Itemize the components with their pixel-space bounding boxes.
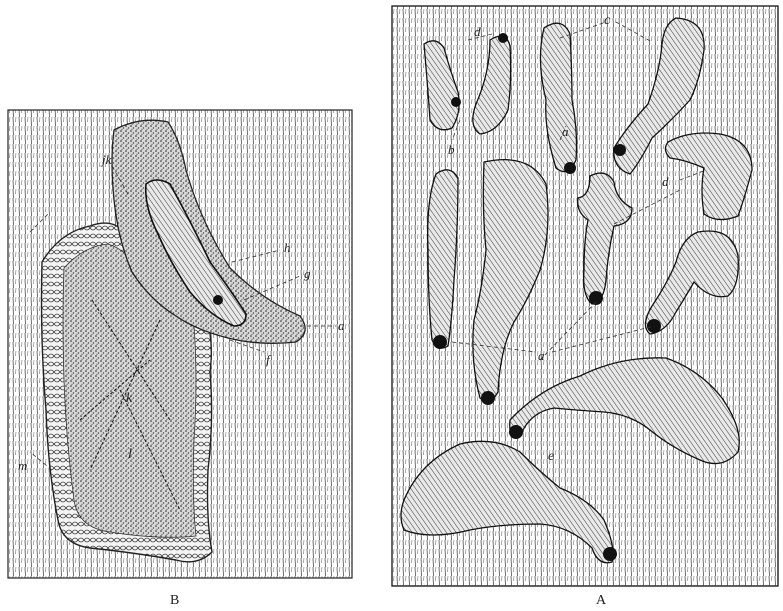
label-k: k (126, 391, 133, 406)
label-l: l (128, 447, 132, 462)
panel-b-caption: B (170, 593, 179, 608)
label-d-top: d (474, 24, 481, 39)
label-m: m (18, 458, 27, 473)
label-a-top: a (562, 124, 569, 139)
label-a-middle: a (538, 348, 545, 363)
label-jk: jk (100, 152, 112, 167)
panel-a-beetle-head-1 (451, 97, 461, 107)
panel-a-beetle-head-8 (481, 391, 495, 405)
label-e: e (548, 449, 554, 464)
panel-a: d c b a d a e A (392, 6, 778, 608)
label-h: h (284, 240, 291, 255)
panel-b: jk h g a f k l m B (8, 110, 352, 608)
panel-a-beetle-head-10 (509, 425, 523, 439)
panel-a-beetle-head-11 (603, 547, 617, 561)
label-c: c (604, 13, 611, 28)
panel-a-beetle-head-7 (433, 335, 447, 349)
label-a-b: a (338, 318, 345, 333)
panel-a-caption: A (596, 593, 607, 608)
panel-a-beetle-head-6 (589, 291, 603, 305)
panel-b-egg-dot (213, 295, 223, 305)
label-g: g (304, 266, 311, 281)
panel-a-beetle-head-3 (564, 162, 576, 174)
label-b: b (448, 142, 455, 157)
panel-a-beetle-head-4 (614, 144, 626, 156)
panel-a-beetle-head-2 (498, 33, 508, 43)
label-d-right: d (662, 174, 669, 189)
